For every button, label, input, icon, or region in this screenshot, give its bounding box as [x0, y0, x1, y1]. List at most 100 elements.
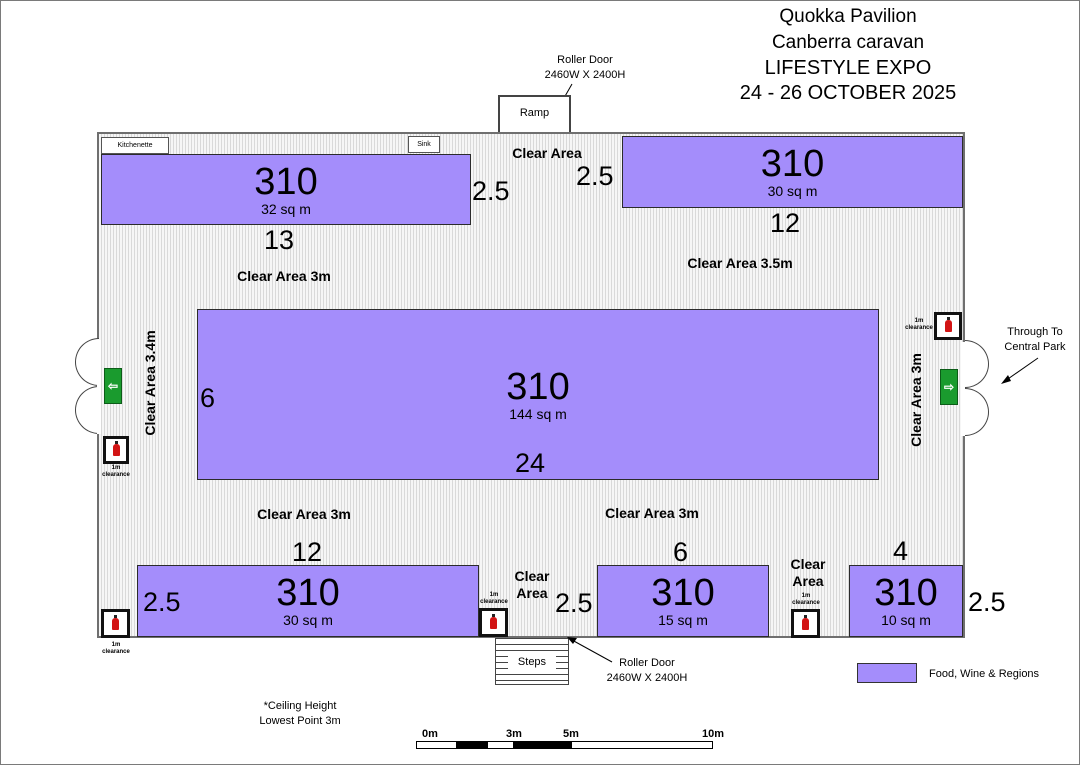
scale-segment: [487, 741, 514, 749]
top-roller-door-title: Roller Door: [557, 54, 613, 66]
kitchenette: Kitchenette: [101, 137, 169, 154]
clearance-distance: 1m: [914, 318, 924, 324]
stand-top-left[interactable]: 310 32 sq m: [101, 154, 471, 225]
clearance-word: clearance: [102, 472, 130, 478]
stand-top-right-width: 12: [770, 208, 801, 238]
stand-bottom-left[interactable]: 310 30 sq m: [137, 565, 479, 637]
clear-area-top-center: Clear Area: [512, 145, 582, 161]
fire-extinguisher-icon: [103, 436, 129, 464]
stand-bottom-middle[interactable]: 310 15 sq m: [597, 565, 769, 637]
exit-sign-left: ⇦: [104, 368, 122, 404]
clear-area-upper-left: Clear Area 3m: [237, 268, 331, 284]
sink: Sink: [408, 136, 440, 153]
stand-top-left-depth: 2.5: [472, 176, 510, 206]
scale-label-5m: 5m: [563, 728, 579, 740]
clear-area-bottom-middle-left: Clear Area: [504, 568, 560, 602]
scale-label-3m: 3m: [506, 728, 522, 740]
stand-area: 30 sq m: [767, 183, 818, 199]
stand-center[interactable]: 310 144 sq m: [197, 309, 879, 480]
stand-area: 32 sq m: [261, 200, 311, 217]
scale-segment: [416, 741, 457, 749]
clear-area-lower-right: Clear Area 3m: [605, 505, 699, 521]
clear-area-word: Clear: [514, 568, 550, 584]
clearance-word: clearance: [792, 600, 820, 606]
steps-label: Steps: [508, 656, 556, 669]
event-dates: 24 - 26 OCTOBER 2025: [739, 82, 957, 104]
stand-bottom-left-depth: 2.5: [143, 587, 181, 617]
clear-area-bottom-middle-right: Clear Area: [780, 556, 836, 590]
stand-top-right-depth: 2.5: [576, 161, 614, 191]
fire-extinguisher-icon: [934, 312, 962, 340]
ceiling-height-note: *Ceiling Height Lowest Point 3m: [236, 699, 364, 729]
stand-number: 310: [874, 572, 938, 614]
scale-segment: [571, 741, 713, 749]
stand-number: 310: [254, 160, 318, 203]
event-name-line1: Canberra caravan: [771, 32, 925, 53]
clearance-label: 1m clearance: [98, 465, 134, 479]
clear-area-word: Clear: [790, 556, 826, 572]
ceiling-note-line1: *Ceiling Height: [263, 700, 337, 712]
stand-area: 144 sq m: [509, 405, 567, 422]
through-to-central-park-label: Through To Central Park: [998, 325, 1072, 355]
clear-area-left-vertical: Clear Area 3.4m: [142, 330, 158, 436]
clearance-distance: 1m: [111, 465, 121, 471]
legend-label-food-wine: Food, Wine & Regions: [929, 668, 1040, 680]
stand-bottom-right[interactable]: 310 10 sq m: [849, 565, 963, 637]
clearance-label: 1m clearance: [788, 593, 824, 607]
bottom-roller-door-title: Roller Door: [619, 657, 675, 669]
top-roller-door-label: Roller Door 2460W X 2400H: [520, 53, 650, 83]
stand-top-left-width: 13: [264, 225, 295, 255]
stand-number: 310: [506, 365, 570, 408]
clear-area-word: Area: [516, 585, 548, 601]
stand-bottom-right-depth: 2.5: [968, 587, 1006, 617]
stand-center-depth: 6: [200, 383, 216, 413]
bottom-roller-door-label: Roller Door 2460W X 2400H: [590, 656, 704, 686]
stand-area: 15 sq m: [658, 612, 708, 628]
clear-area-right-vertical: Clear Area 3m: [908, 353, 924, 447]
clearance-word: clearance: [905, 325, 933, 331]
bottom-roller-door-size: 2460W X 2400H: [606, 672, 688, 684]
ceiling-note-line2: Lowest Point 3m: [259, 715, 341, 727]
through-label-line1: Through To: [1007, 326, 1063, 338]
stand-area: 30 sq m: [283, 612, 333, 628]
stand-number: 310: [760, 143, 825, 185]
bottom-roller-door-arrow: [567, 637, 613, 663]
clear-area-word: Area: [792, 573, 824, 589]
scale-label-0m: 0m: [422, 728, 438, 740]
clearance-distance: 1m: [489, 592, 499, 598]
left-door-opening: [97, 340, 101, 434]
clear-area-lower-left: Clear Area 3m: [257, 506, 351, 522]
fire-extinguisher-icon: [101, 609, 130, 638]
legend-swatch-food-wine: [857, 663, 917, 683]
clearance-label: 1m clearance: [98, 642, 134, 656]
exit-arrow-icon: ⇨: [943, 380, 955, 394]
through-label-line2: Central Park: [1004, 341, 1066, 353]
stand-center-width: 24: [515, 448, 546, 478]
fire-extinguisher-icon: [791, 609, 820, 638]
clearance-distance: 1m: [111, 642, 121, 648]
ramp-label: Ramp: [519, 107, 550, 119]
stand-bottom-left-width: 12: [292, 537, 323, 567]
clearance-word: clearance: [102, 649, 130, 655]
stand-bottom-middle-depth: 2.5: [555, 588, 593, 618]
clearance-distance: 1m: [801, 593, 811, 599]
clearance-word: clearance: [480, 599, 508, 605]
central-park-arrow: [1001, 357, 1039, 384]
stand-area: 10 sq m: [881, 612, 931, 628]
stand-top-right[interactable]: 310 30 sq m: [622, 136, 963, 208]
event-name-line2: LIFESTYLE EXPO: [764, 57, 932, 79]
exit-sign-right: ⇨: [940, 369, 958, 405]
clearance-label: 1m clearance: [902, 318, 936, 332]
stand-bottom-right-width: 4: [893, 536, 909, 566]
clearance-label: 1m clearance: [476, 592, 512, 606]
stand-number: 310: [651, 572, 715, 614]
fire-extinguisher-icon: [479, 608, 508, 637]
top-roller-door-size: 2460W X 2400H: [544, 69, 626, 81]
stand-number: 310: [276, 572, 340, 614]
scale-segment: [457, 741, 487, 749]
clear-area-upper-right: Clear Area 3.5m: [687, 255, 793, 271]
scale-label-10m: 10m: [702, 728, 725, 740]
exit-arrow-icon: ⇦: [107, 379, 119, 393]
scale-segment: [514, 741, 571, 749]
venue-title: Quokka Pavilion: [779, 6, 917, 27]
